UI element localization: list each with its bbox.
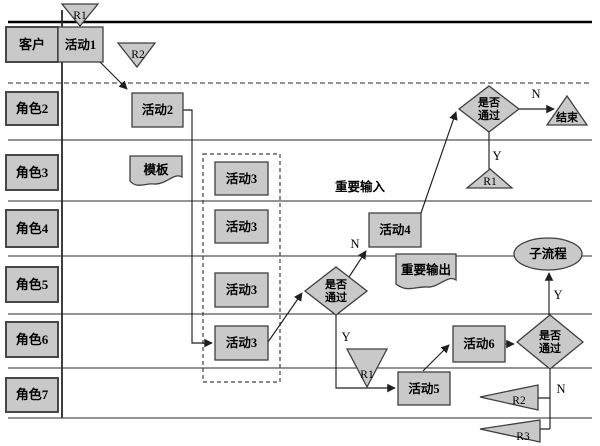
activity-3-box-3 (214, 272, 269, 308)
activity-3-label-4: 活动3 (226, 335, 257, 350)
lane-label-customer: 客户 (19, 37, 45, 52)
decision-1-diamond (457, 85, 521, 133)
activity-1-label: 活动1 (65, 37, 96, 52)
activity-3-label-3: 活动3 (226, 282, 257, 297)
decision-2-label-line1: 是否 (324, 278, 347, 291)
activity-2-label: 活动2 (142, 102, 173, 117)
lane-dividers (8, 10, 592, 419)
triangle-r1-under-decision1-label: R1 (483, 176, 497, 188)
label-no-decision3: N (556, 382, 565, 396)
decision-3-diamond (515, 314, 585, 370)
decision-3-label-line1: 是否 (538, 329, 561, 342)
decision-diamonds: 是否 通过 是否 通过 是否 通过 (303, 85, 585, 370)
lane-label-role2: 角色2 (16, 101, 49, 116)
lane-box-role3 (5, 154, 59, 191)
decision-1-label-line1: 是否 (477, 96, 500, 109)
connector-activity2-activity3 (183, 109, 213, 348)
triangle-r2-bottom (479, 384, 539, 411)
doc-template-label: 模板 (143, 162, 169, 177)
activity-3-label-1: 活动3 (226, 171, 257, 186)
doc-important-output-label: 重要输出 (401, 262, 451, 277)
important-input-annotation: 重要输入 (335, 179, 386, 194)
label-no-decision1: N (531, 87, 540, 101)
activity-boxes: 活动1 活动2 活动3 活动3 活动3 活动3 活动4 活动5 活动6 (57, 26, 506, 406)
connector-activity3-decision2 (267, 292, 303, 343)
lane-label-role7: 角色7 (16, 387, 49, 402)
lane-box-role5 (5, 266, 59, 303)
lane-label-role3: 角色3 (16, 165, 49, 180)
lane-box-role4 (5, 209, 59, 248)
doc-important-output (395, 253, 457, 290)
lane-box-role6 (5, 321, 59, 358)
triangle-r2-top (116, 42, 157, 69)
activity-4-box (368, 212, 422, 248)
decision-3-label-line2: 通过 (539, 341, 561, 355)
triangle-r3-bottom (479, 419, 541, 443)
activity-3-label-2: 活动3 (226, 219, 257, 234)
lane-label-role4: 角色4 (16, 221, 49, 236)
triangle-r1-top-label: R1 (73, 10, 87, 22)
reference-triangles: R1 R2 结束 R1 R1 R2 R3 (60, 3, 589, 443)
label-yes-decision3: Y (553, 288, 562, 302)
decision-1-label-line2: 通过 (478, 108, 500, 122)
branch-labels: N Y N Y Y N (341, 87, 565, 396)
subprocess-ellipse (513, 237, 583, 271)
doc-template (129, 155, 183, 186)
connector-activity5-activity6 (422, 344, 450, 372)
connector-decision2-activity4-no (348, 250, 367, 278)
activity-3-box-1 (214, 161, 269, 196)
decision-2-label-line2: 通过 (325, 290, 347, 304)
lane-box-role7 (5, 377, 59, 413)
triangle-r3-bottom-label: R3 (516, 431, 530, 443)
lane-label-role6: 角色6 (16, 332, 49, 347)
label-yes-decision2: Y (341, 330, 350, 344)
document-shapes: 模板 重要输出 (129, 155, 457, 290)
subprocess-label: 子流程 (529, 246, 567, 261)
triangle-r1-mid-label: R1 (360, 369, 374, 381)
activity-5-box (397, 371, 451, 406)
label-yes-decision1: Y (492, 149, 501, 163)
activity-6-label: 活动6 (463, 336, 494, 351)
lane-box-customer (5, 26, 59, 63)
triangle-r2-bottom-label: R2 (512, 395, 526, 407)
activity-2-box (131, 92, 184, 128)
lane-box-role2 (5, 91, 59, 126)
connector-activity4-decision1 (420, 111, 458, 214)
dashed-group-box (202, 153, 281, 383)
activity-3-box-2 (214, 209, 269, 244)
connector-decision2-activity5-yes (335, 315, 396, 393)
connector-decision3-r2-r3-no (538, 369, 551, 430)
activity-3-box-4 (214, 325, 269, 361)
activity-1-box (57, 26, 104, 63)
lane-labels: 客户 角色2 角色3 角色4 角色5 角色6 角色7 (5, 26, 59, 413)
triangle-r1-under-decision1 (465, 168, 514, 189)
triangle-end (545, 94, 589, 126)
activity-4-label: 活动4 (379, 222, 411, 237)
connectors (99, 61, 555, 430)
triangle-r1-top (60, 3, 100, 28)
end-label: 结束 (555, 110, 579, 124)
activity-5-label: 活动5 (408, 381, 439, 396)
triangle-r2-top-label: R2 (131, 49, 145, 61)
connector-activity1-activity2 (99, 61, 128, 90)
decision-2-diamond (303, 266, 369, 316)
triangle-r1-mid (345, 348, 389, 389)
lane-label-role5: 角色5 (16, 277, 49, 292)
activity-6-box (452, 325, 506, 363)
label-no-decision2: N (350, 237, 359, 251)
